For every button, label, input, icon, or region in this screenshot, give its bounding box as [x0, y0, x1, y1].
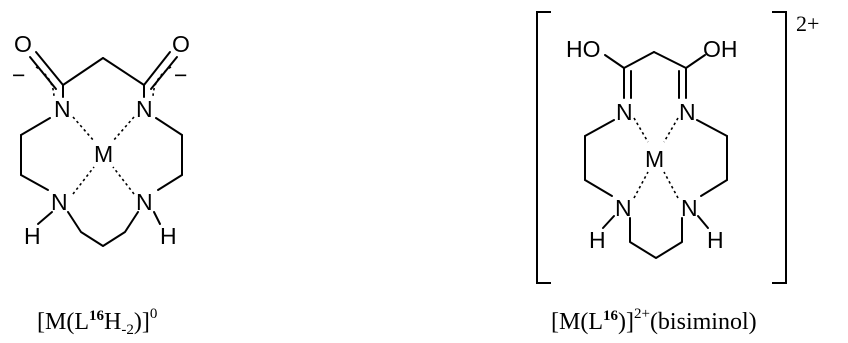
delocalization-arc: [152, 66, 172, 99]
atom-hydrogen: H: [707, 227, 724, 253]
atom-nitrogen: N: [616, 99, 633, 125]
charge-minus: −: [12, 62, 25, 88]
coordination-bond: [112, 116, 135, 142]
atom-nitrogen: N: [51, 189, 68, 215]
bond: [602, 215, 615, 229]
delocalization-arc: [35, 66, 55, 99]
bond: [629, 217, 683, 259]
atom-nitrogen: N: [681, 195, 698, 221]
bond: [584, 119, 615, 137]
bond: [155, 117, 183, 136]
bond: [685, 54, 706, 69]
coordination-bond: [112, 166, 135, 195]
bond: [584, 179, 613, 197]
right-structure-bisiminol-complex: 2+ HO OH N N M N N H: [536, 11, 819, 335]
caption-right-charge: 2+: [634, 306, 650, 322]
caption-right-close: )]: [618, 309, 634, 335]
atom-nitrogen: N: [679, 99, 696, 125]
caption-left-charge: 0: [150, 306, 158, 322]
caption-right-open: [M(L: [551, 309, 603, 335]
bond: [20, 174, 49, 191]
caption-left-open: [M(L: [37, 309, 89, 335]
bond: [697, 215, 709, 229]
left-structure-neutral-complex: O O − − N N M N N H H [M(L16H-2)]0: [12, 31, 190, 338]
bond: [153, 211, 161, 225]
caption-left-subscript-charge: -2: [121, 322, 134, 338]
bond: [35, 51, 64, 86]
atom-hydroxyl: HO: [566, 36, 601, 62]
caption-right-ligand-number: 16: [603, 308, 619, 324]
coordination-bond: [633, 117, 649, 143]
bond: [20, 117, 51, 136]
atom-oxygen: O: [172, 31, 190, 57]
atom-nitrogen: N: [136, 189, 153, 215]
atom-nitrogen: N: [615, 195, 632, 221]
bond: [157, 174, 183, 191]
caption-right-suffix: (bisiminol): [650, 309, 757, 335]
atom-hydrogen: H: [24, 223, 41, 249]
bond: [604, 54, 625, 69]
bond: [653, 51, 687, 69]
coordination-bond: [663, 117, 679, 143]
atom-hydroxyl: OH: [703, 36, 738, 62]
coordination-bond: [72, 166, 95, 195]
atom-oxygen: O: [14, 31, 32, 57]
bond: [143, 51, 171, 86]
bond: [696, 119, 728, 137]
left-bracket: [536, 11, 551, 284]
bond: [102, 57, 145, 86]
atom-hydrogen: H: [160, 223, 177, 249]
right-bracket: [772, 11, 787, 284]
coordination-bond: [663, 171, 679, 199]
coordination-bond: [633, 171, 649, 199]
atom-hydrogen: H: [589, 227, 606, 253]
bond: [700, 179, 728, 197]
bond: [62, 57, 104, 86]
caption-left: [M(L16H-2)]0: [37, 306, 157, 338]
atom-metal: M: [94, 141, 113, 167]
caption-right: [M(L16)]2+(bisiminol): [551, 306, 757, 335]
coordination-bond: [72, 116, 95, 142]
bond: [37, 211, 53, 225]
bond: [623, 51, 655, 69]
caption-left-ligand-number: 16: [89, 308, 105, 324]
charge-minus: −: [174, 62, 187, 88]
bond: [67, 211, 139, 247]
caption-left-subscript: H: [104, 309, 121, 335]
atom-nitrogen: N: [136, 96, 153, 122]
ion-charge: 2+: [796, 11, 819, 36]
atom-nitrogen: N: [54, 96, 71, 122]
caption-left-close: )]: [134, 309, 150, 335]
atom-metal: M: [645, 146, 664, 172]
